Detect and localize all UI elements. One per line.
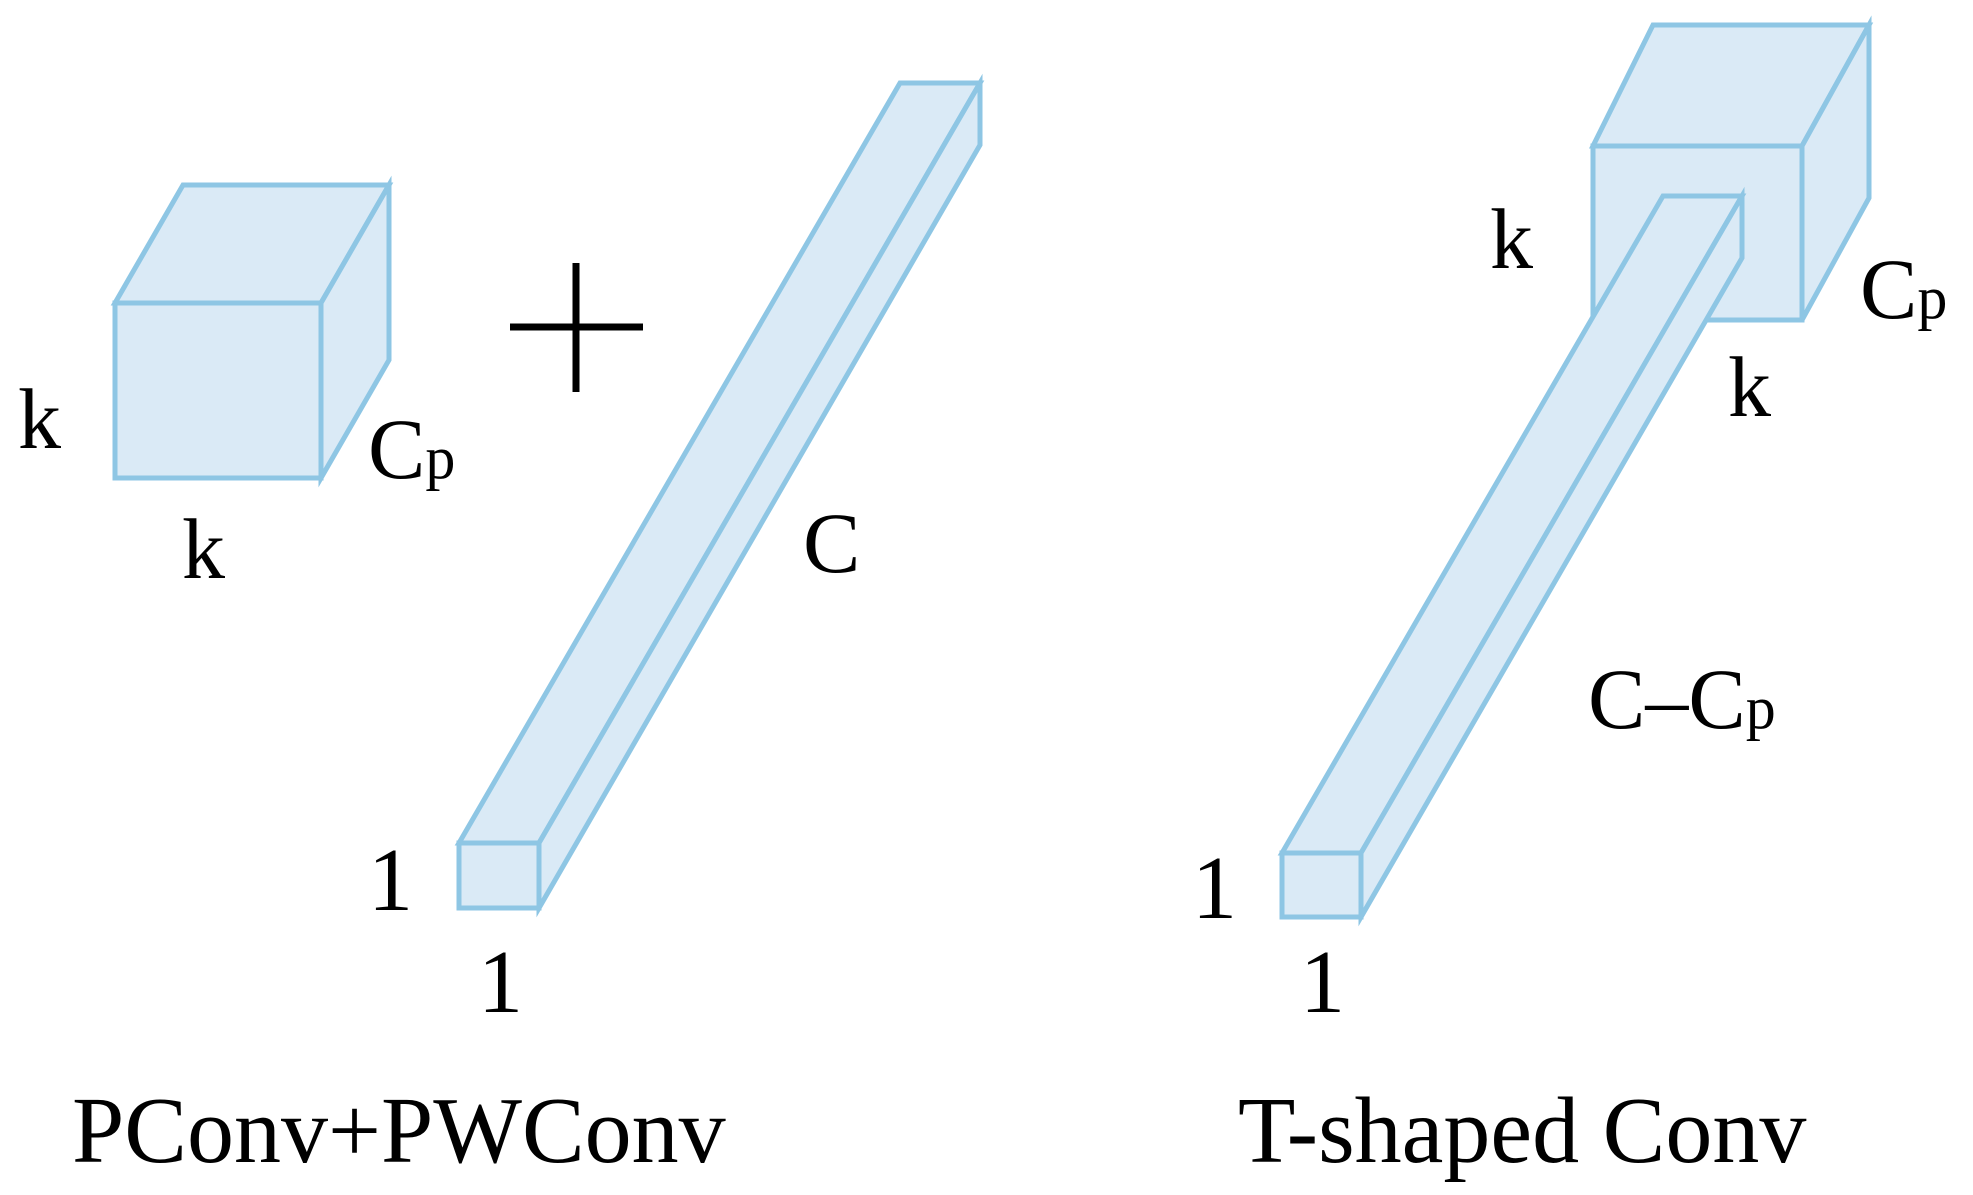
tconv-bar-right-face	[1358, 186, 1745, 927]
pwconv-height-label: 1	[368, 831, 413, 930]
pwconv-length-label: C	[803, 495, 860, 591]
tconv-bar-height-label: 1	[1192, 839, 1237, 938]
pwconv-bar-top-face	[454, 80, 985, 846]
tconv-height-label: k	[1490, 191, 1533, 287]
tconv-bar	[1277, 186, 1747, 927]
tconv-width-label: k	[1728, 339, 1771, 435]
pconv-width-label: k	[182, 501, 225, 597]
pwconv-bar	[454, 73, 985, 918]
tconv-bar-width-label: 1	[1300, 933, 1345, 1032]
tconv-depth-label: Cp	[1860, 241, 1947, 337]
tconv-bar-top-face	[1277, 193, 1747, 856]
pwconv-bar-front-face	[456, 840, 542, 911]
pwconv-bar-right-face	[536, 73, 983, 918]
pconv-cube	[110, 175, 394, 488]
tconv-bar-length-label: C–Cp	[1588, 651, 1776, 747]
pconv-cube-front-face	[112, 300, 324, 481]
pconv-depth-label: Cp	[368, 401, 455, 497]
pconv-height-label: k	[18, 371, 61, 467]
left-panel: k k Cp C 1 1 PConv+PWConv	[18, 73, 985, 1183]
plus-operator	[510, 263, 643, 392]
right-caption: T-shaped Conv	[1238, 1079, 1806, 1183]
left-caption: PConv+PWConv	[72, 1079, 726, 1183]
tconv-bar-front-face	[1279, 850, 1364, 920]
right-panel: k k Cp C–Cp 1 1 T-shaped Conv	[1192, 15, 1947, 1183]
pwconv-width-label: 1	[478, 933, 523, 1032]
